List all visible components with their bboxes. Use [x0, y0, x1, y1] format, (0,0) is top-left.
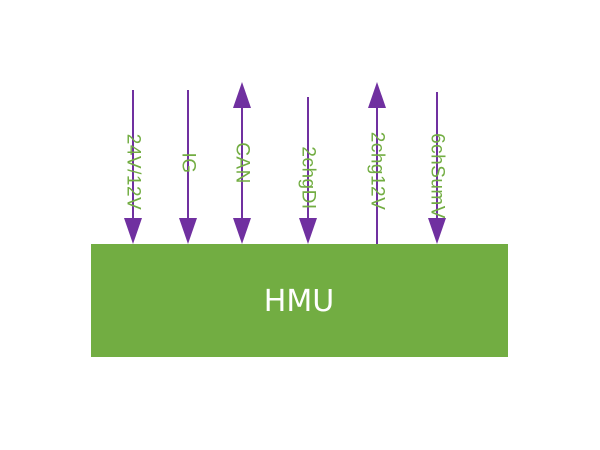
signal-label: CAN: [232, 142, 253, 184]
arrowhead-up-icon: [233, 82, 251, 108]
signal-2chgdi[interactable]: 2chgDI: [298, 97, 319, 244]
arrowhead-down-icon: [124, 218, 142, 244]
hmu-block[interactable]: HMU: [91, 244, 508, 357]
signal-label: IG: [178, 152, 199, 173]
signal-can[interactable]: CAN: [232, 82, 253, 244]
signal-24v-12v[interactable]: 24V/12V: [123, 90, 144, 244]
signal-label: 2chgDI: [298, 146, 319, 209]
arrowhead-down-icon: [233, 218, 251, 244]
signal-label: 2chg12V: [367, 132, 388, 211]
arrowhead-up-icon: [368, 82, 386, 108]
hmu-block-box: [91, 244, 508, 357]
signal-lines: 24V/12V IG CAN 2chgDI 2chg12V 6chSumV: [123, 82, 448, 244]
signal-label: 24V/12V: [123, 134, 144, 210]
hmu-block-label: HMU: [264, 284, 334, 319]
signal-ig[interactable]: IG: [178, 90, 199, 244]
arrowhead-down-icon: [299, 218, 317, 244]
signal-label: 6chSumV: [427, 133, 448, 219]
signal-6chsumv[interactable]: 6chSumV: [427, 92, 448, 244]
signal-2chg12v[interactable]: 2chg12V: [367, 82, 388, 244]
arrowhead-down-icon: [179, 218, 197, 244]
arrowhead-down-icon: [428, 218, 446, 244]
